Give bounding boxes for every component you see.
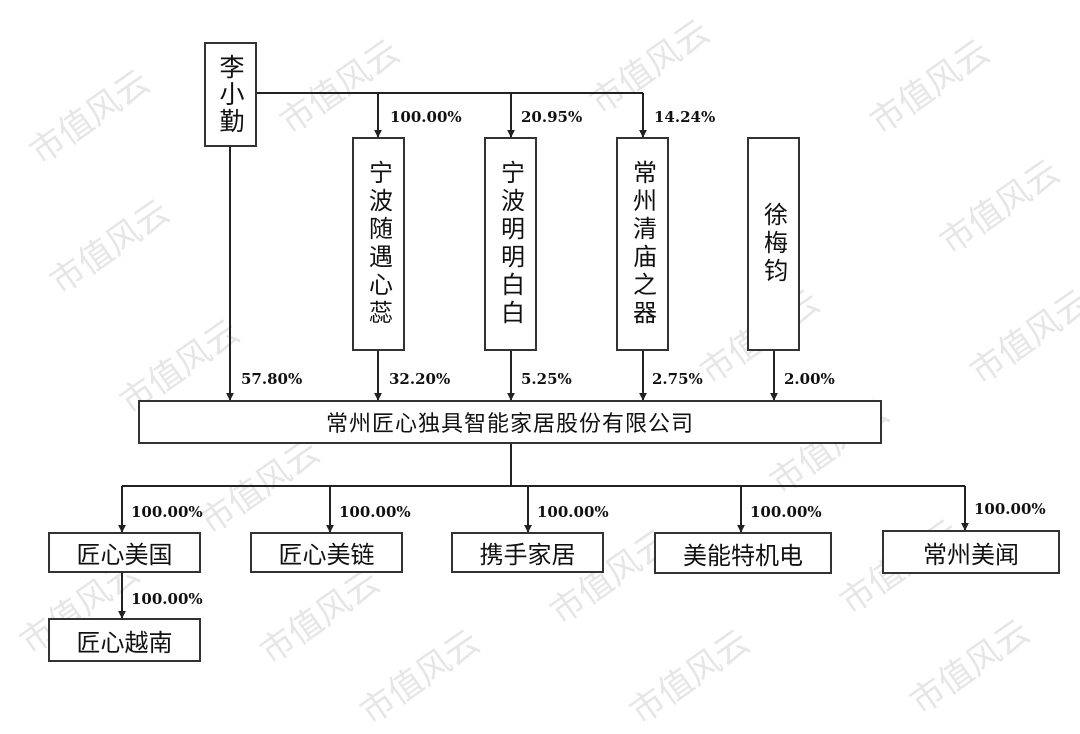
ownership-connectors: [118, 92, 969, 619]
pct-li-to-qingmiao: 14.24%: [654, 108, 716, 126]
subsidiary-meiguo: 匠心美国: [48, 532, 201, 573]
pct-to-meiguo: 100.00%: [131, 503, 203, 521]
subsidiary-xieshou: 携手家居: [451, 532, 604, 573]
pct-meiguo-to-yuenan: 100.00%: [131, 590, 203, 608]
subsidiary-yuenan: 匠心越南: [48, 618, 201, 662]
subsidiary-meilian: 匠心美链: [250, 532, 403, 573]
shareholder-ningbo-mingbai: 宁波明明白白: [484, 137, 537, 351]
pct-qingmiao-to-company: 2.75%: [652, 370, 703, 388]
subsidiary-meiwen: 常州美闻: [882, 530, 1060, 574]
pct-xu-to-company: 2.00%: [784, 370, 835, 388]
shareholder-xu: 徐梅钧: [747, 137, 800, 351]
subsidiary-meineng: 美能特机电: [654, 532, 832, 574]
pct-li-to-suiyu: 100.00%: [390, 108, 462, 126]
pct-to-xieshou: 100.00%: [537, 503, 609, 521]
pct-li-to-company: 57.80%: [241, 370, 303, 388]
pct-to-meilian: 100.00%: [339, 503, 411, 521]
shareholder-changzhou-qingmiao: 常州清庙之器: [616, 137, 669, 351]
pct-mingbai-to-company: 5.25%: [521, 370, 572, 388]
shareholder-ningbo-suiyu: 宁波随遇心蕊: [352, 137, 405, 351]
pct-suiyu-to-company: 32.20%: [389, 370, 451, 388]
shareholder-li: 李小勤: [204, 42, 257, 147]
pct-to-meiwen: 100.00%: [974, 500, 1046, 518]
pct-to-meineng: 100.00%: [750, 503, 822, 521]
pct-li-to-mingbai: 20.95%: [521, 108, 583, 126]
main-company: 常州匠心独具智能家居股份有限公司: [138, 400, 882, 444]
